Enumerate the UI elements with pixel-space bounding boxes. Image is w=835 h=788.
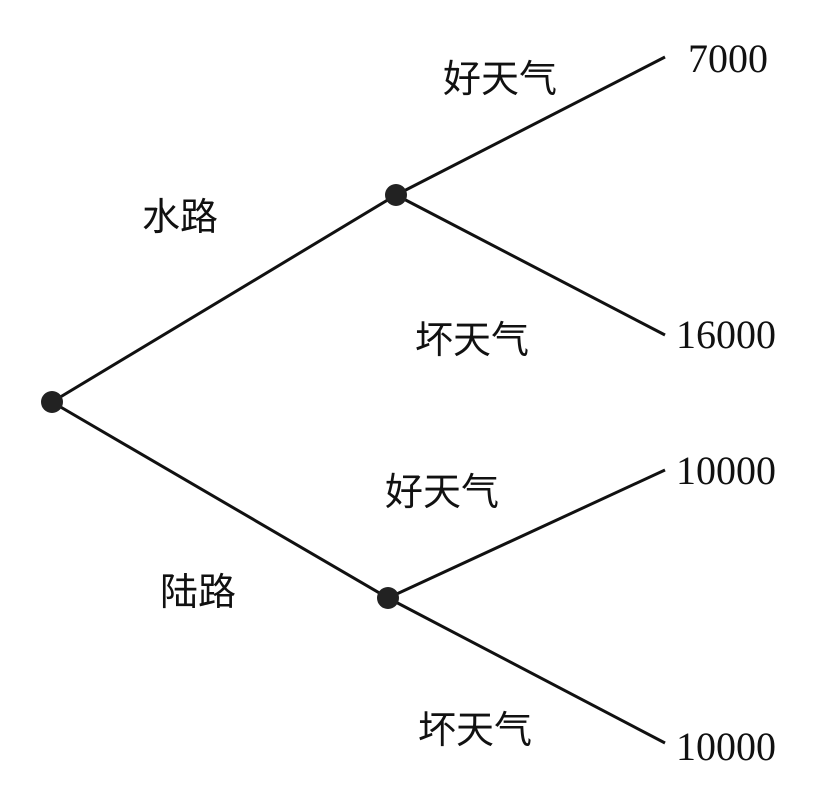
payoff-water-good: 7000	[688, 36, 768, 81]
label-land: 陆路	[160, 570, 236, 614]
label-land-good: 好天气	[385, 470, 499, 514]
label-land-bad: 坏天气	[418, 708, 532, 752]
label-water: 水路	[142, 195, 218, 239]
branch-land-bad	[387, 596, 666, 745]
branch-land-good	[387, 468, 666, 600]
chance-node-water	[385, 184, 407, 206]
branch-water-bad	[395, 193, 666, 337]
branch-water	[51, 193, 397, 404]
branch-land	[51, 400, 389, 600]
branch-water-good	[395, 55, 666, 197]
payoff-land-good: 10000	[676, 448, 776, 493]
payoff-land-bad: 10000	[676, 724, 776, 769]
label-water-good: 好天气	[443, 57, 557, 101]
label-water-bad: 坏天气	[415, 318, 529, 362]
payoff-water-bad: 16000	[676, 312, 776, 357]
decision-node	[41, 391, 63, 413]
chance-node-land	[377, 587, 399, 609]
